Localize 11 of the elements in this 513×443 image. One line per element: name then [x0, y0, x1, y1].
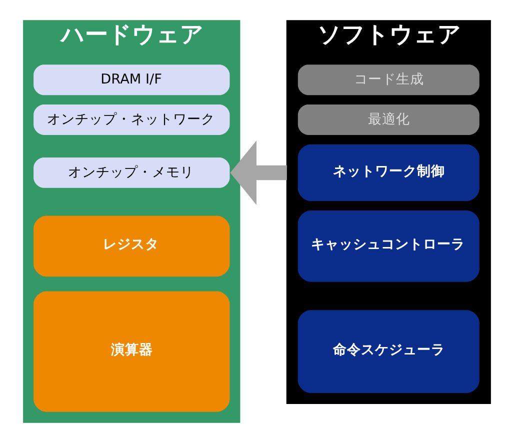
node-box: 命令スケジューラ — [297, 310, 479, 394]
node-box: 最適化 — [297, 104, 479, 135]
node-box: キャッシュコントローラ — [297, 210, 479, 282]
node-box: 演算器 — [33, 291, 230, 412]
node-box: レジスタ — [33, 216, 230, 277]
node-box: コード生成 — [297, 64, 479, 96]
node-box: オンチップ・ネットワーク — [33, 104, 230, 135]
arrow — [230, 140, 286, 205]
node-box: DRAM I/F — [33, 64, 230, 96]
node-box: オンチップ・メモリ — [33, 158, 230, 188]
node-box: ネットワーク制御 — [297, 144, 479, 202]
